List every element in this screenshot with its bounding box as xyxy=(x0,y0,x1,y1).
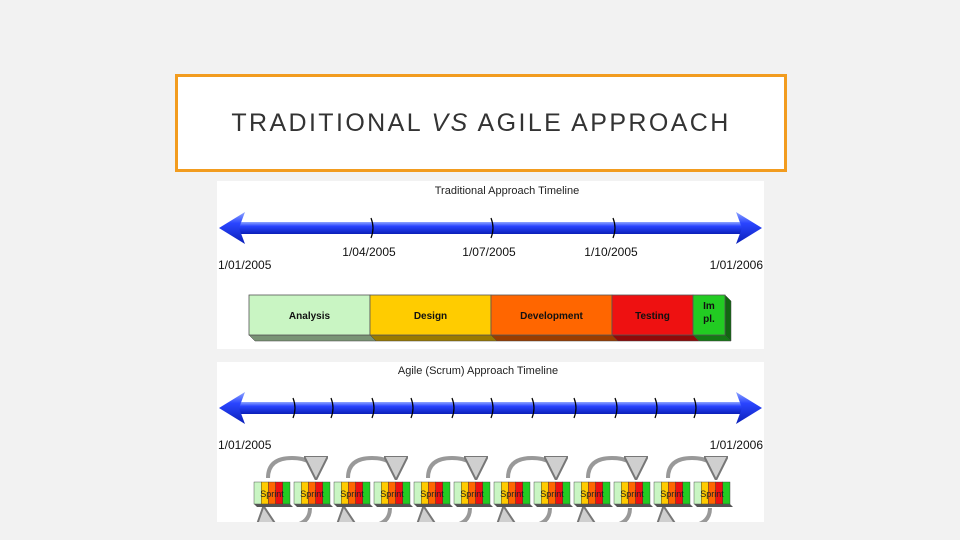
traditional-start-date: 1/01/2005 xyxy=(218,258,272,272)
sprint-loop-arrow xyxy=(344,508,392,522)
traditional-heading: Traditional Approach Timeline xyxy=(435,185,580,197)
timeline-tick xyxy=(490,397,494,419)
sprint-label: Sprint xyxy=(420,489,444,499)
sprint-label: Sprint xyxy=(540,489,564,499)
timeline-tick xyxy=(451,397,455,419)
timeline-tick xyxy=(370,217,374,239)
agile-timeline-arrow xyxy=(219,392,762,424)
sprint-label: Sprint xyxy=(660,489,684,499)
traditional-timeline-diagram: Traditional Approach Timeline 1/01/2005 … xyxy=(217,181,764,349)
agile-heading: Agile (Scrum) Approach Timeline xyxy=(398,365,558,377)
agile-timeline-diagram: Agile (Scrum) Approach Timeline 1/01/200… xyxy=(217,362,764,522)
sprint-block: Sprint xyxy=(293,481,333,507)
sprint-block: Sprint xyxy=(453,481,493,507)
timeline-tick xyxy=(614,397,618,419)
sprint-label: Sprint xyxy=(340,489,364,499)
phase-bar-development: Development xyxy=(490,294,619,342)
traditional-phase-bars: Analysis Design Development Testing Im pl. xyxy=(248,294,732,342)
sprint-loop-arrow xyxy=(346,458,396,478)
timeline-tick xyxy=(330,397,334,419)
phase-label: Analysis xyxy=(289,311,331,322)
sprint-block: Sprint xyxy=(413,481,453,507)
sprint-block: Sprint xyxy=(253,481,293,507)
sprint-loop-arrow xyxy=(504,508,552,522)
title-part-traditional: TRADITIONAL xyxy=(231,108,432,137)
sprint-block: Sprint xyxy=(693,481,733,507)
sprint-label: Sprint xyxy=(620,489,644,499)
sprint-loop-arrow xyxy=(584,508,632,522)
agile-timeline-svg: Agile (Scrum) Approach Timeline 1/01/200… xyxy=(218,365,764,522)
traditional-tick-marks xyxy=(370,217,616,239)
timeline-tick xyxy=(654,397,658,419)
sprint-loop-arrow xyxy=(664,508,712,522)
timeline-tick xyxy=(410,397,414,419)
sprint-loop-arrow xyxy=(266,458,316,478)
sprint-label: Sprint xyxy=(300,489,324,499)
phase-label: Design xyxy=(414,311,447,322)
sprint-label: Sprint xyxy=(460,489,484,499)
sprint-chain: Sprint Sprint Sprint Sprint Sprint Sprint Spri… xyxy=(254,458,733,522)
phase-label: Development xyxy=(520,311,583,322)
phase-bar-testing: Testing xyxy=(611,294,700,342)
sprint-label: Sprint xyxy=(260,489,284,499)
phase-bar-design: Design xyxy=(369,294,498,342)
timeline-tick xyxy=(573,397,577,419)
sprint-loop-arrow xyxy=(506,458,556,478)
sprint-loop-arrow xyxy=(426,458,476,478)
phase-label: Im xyxy=(703,301,715,312)
title-part-vs: VS xyxy=(431,108,470,137)
phase-label: pl. xyxy=(703,314,715,325)
milestone-date: 1/07/2005 xyxy=(462,245,516,259)
milestone-date: 1/04/2005 xyxy=(342,245,396,259)
timeline-tick xyxy=(490,217,494,239)
timeline-tick xyxy=(531,397,535,419)
phase-bar-analysis: Analysis xyxy=(248,294,377,342)
sprint-loop-arrow xyxy=(424,508,472,522)
agile-start-date: 1/01/2005 xyxy=(218,438,272,452)
agile-tick-marks xyxy=(292,397,697,419)
phase-label: Testing xyxy=(635,311,670,322)
timeline-tick xyxy=(693,397,697,419)
title-part-agile: AGILE APPROACH xyxy=(469,108,731,137)
traditional-timeline-svg: Traditional Approach Timeline 1/01/2005 … xyxy=(218,185,764,342)
phase-bar-im-pl: Im pl. xyxy=(692,294,732,342)
milestone-date: 1/10/2005 xyxy=(584,245,638,259)
sprint-label: Sprint xyxy=(580,489,604,499)
timeline-tick xyxy=(371,397,375,419)
sprint-block: Sprint xyxy=(373,481,413,507)
title-box: TRADITIONAL VS AGILE APPROACH xyxy=(175,74,787,172)
sprint-block: Sprint xyxy=(653,481,693,507)
sprint-block: Sprint xyxy=(333,481,373,507)
sprint-label: Sprint xyxy=(380,489,404,499)
sprint-block: Sprint xyxy=(613,481,653,507)
sprint-loop-arrow xyxy=(264,508,312,522)
slide-title: TRADITIONAL VS AGILE APPROACH xyxy=(231,109,730,138)
timeline-tick xyxy=(612,217,616,239)
sprint-label: Sprint xyxy=(500,489,524,499)
sprint-loop-arrow xyxy=(666,458,716,478)
traditional-end-date: 1/01/2006 xyxy=(710,258,764,272)
traditional-timeline-arrow xyxy=(219,212,762,244)
sprint-block: Sprint xyxy=(493,481,533,507)
sprint-block: Sprint xyxy=(533,481,573,507)
sprint-loop-arrow xyxy=(586,458,636,478)
sprint-block: Sprint xyxy=(573,481,613,507)
sprint-label: Sprint xyxy=(700,489,724,499)
timeline-tick xyxy=(292,397,296,419)
agile-end-date: 1/01/2006 xyxy=(710,438,764,452)
